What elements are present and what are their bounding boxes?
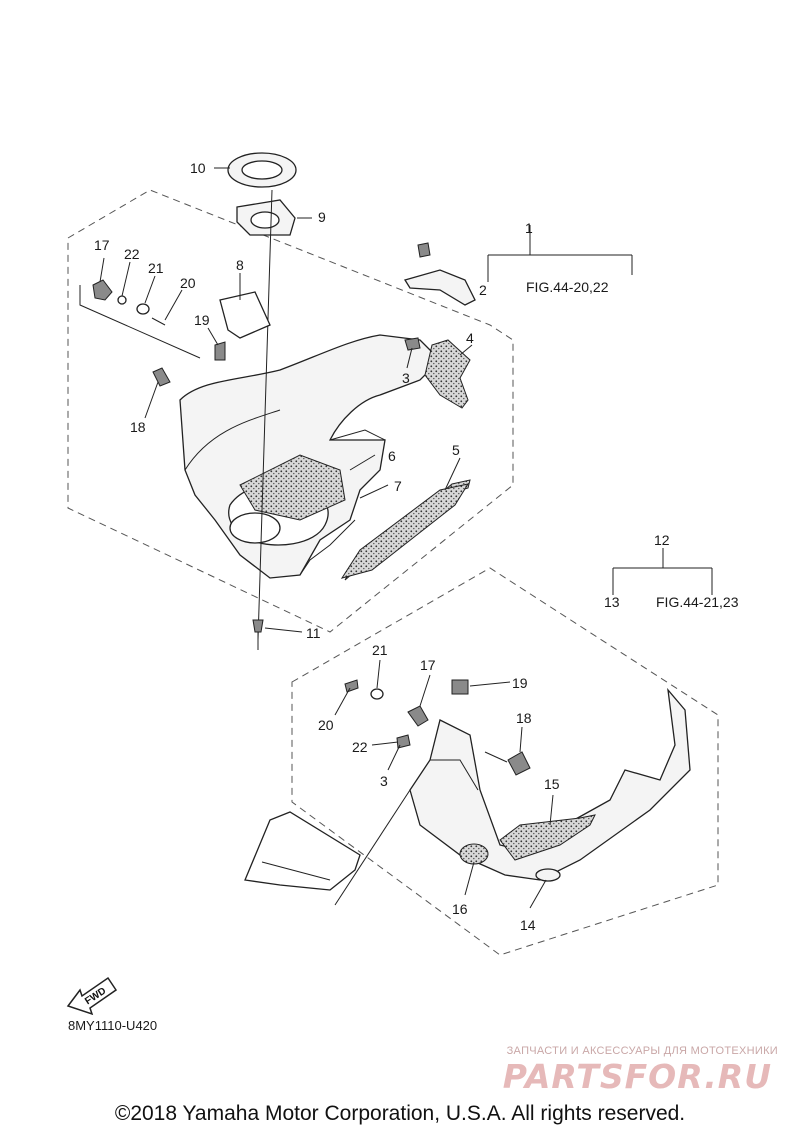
lower-fairing-cover bbox=[409, 687, 691, 882]
callout-6: 6 bbox=[388, 448, 396, 464]
lower-fasteners bbox=[344, 679, 531, 776]
group-bracket-1 bbox=[487, 225, 633, 282]
callout-3: 3 bbox=[402, 370, 410, 386]
lower-assembly-frame bbox=[291, 567, 719, 956]
callout-19-lower: 19 bbox=[512, 675, 528, 691]
part-5-strip-body bbox=[340, 483, 470, 579]
callout-16: 16 bbox=[452, 901, 468, 917]
callout-21-lower: 21 bbox=[372, 642, 388, 658]
watermark-tagline: ЗАПЧАСТИ И АКСЕССУАРЫ ДЛЯ МОТОТЕХНИКИ bbox=[506, 1045, 778, 1057]
callout-8: 8 bbox=[236, 257, 244, 273]
leader-lines bbox=[99, 167, 554, 909]
callout-14: 14 bbox=[520, 917, 536, 933]
copyright-notice: ©2018 Yamaha Motor Corporation, U.S.A. A… bbox=[114, 1102, 686, 1125]
lower-bracket bbox=[244, 789, 411, 906]
part-19-clip bbox=[214, 341, 226, 361]
part-8-sheet bbox=[219, 291, 271, 339]
callout-18: 18 bbox=[130, 419, 146, 435]
callout-2: 2 bbox=[479, 282, 487, 298]
part-2-bracket bbox=[403, 242, 476, 306]
part-4-panel bbox=[424, 339, 471, 409]
callout-1: 1 bbox=[525, 220, 533, 236]
callout-18-lower: 18 bbox=[516, 710, 532, 726]
callout-21: 21 bbox=[148, 260, 164, 276]
upper-assembly-frame bbox=[67, 189, 514, 633]
callout-22: 22 bbox=[124, 246, 140, 262]
part-17-bracket bbox=[92, 279, 113, 301]
callout-11: 11 bbox=[306, 625, 321, 641]
callout-12: 12 bbox=[654, 532, 670, 548]
part-20-screw bbox=[151, 317, 166, 326]
fig-ref-upper: FIG.44-20,22 bbox=[526, 279, 609, 295]
upper-fairing-cover bbox=[179, 334, 441, 579]
part-18-grommet bbox=[152, 367, 171, 387]
callout-20-lower: 20 bbox=[318, 717, 334, 733]
callout-10: 10 bbox=[190, 160, 206, 176]
fig-ref-lower: FIG.44-21,23 bbox=[656, 594, 739, 610]
callout-7: 7 bbox=[394, 478, 402, 494]
part-10-gasket bbox=[227, 152, 297, 188]
group-bracket-12 bbox=[612, 548, 713, 595]
callout-19: 19 bbox=[194, 312, 210, 328]
callout-15: 15 bbox=[544, 776, 560, 792]
callout-9: 9 bbox=[318, 209, 326, 225]
callout-17-lower: 17 bbox=[420, 657, 436, 673]
callout-13: 13 bbox=[604, 594, 620, 610]
fwd-arrow-icon: FWD bbox=[66, 976, 118, 1016]
callout-17: 17 bbox=[94, 237, 110, 253]
callout-22-lower: 22 bbox=[352, 739, 368, 755]
callout-3-lower: 3 bbox=[380, 773, 388, 789]
part-9-ring bbox=[236, 199, 296, 236]
callout-20: 20 bbox=[180, 275, 196, 291]
callout-5: 5 bbox=[452, 442, 460, 458]
part-21-washer bbox=[136, 303, 150, 315]
callout-4: 4 bbox=[466, 330, 474, 346]
watermark-logo: PARTSFOR.RU bbox=[502, 1057, 772, 1096]
part-22-spring bbox=[117, 295, 127, 305]
part-3-nut bbox=[404, 337, 421, 351]
diagram-code: 8MY1110-U420 bbox=[68, 1018, 157, 1033]
part-11-screw bbox=[252, 619, 264, 650]
